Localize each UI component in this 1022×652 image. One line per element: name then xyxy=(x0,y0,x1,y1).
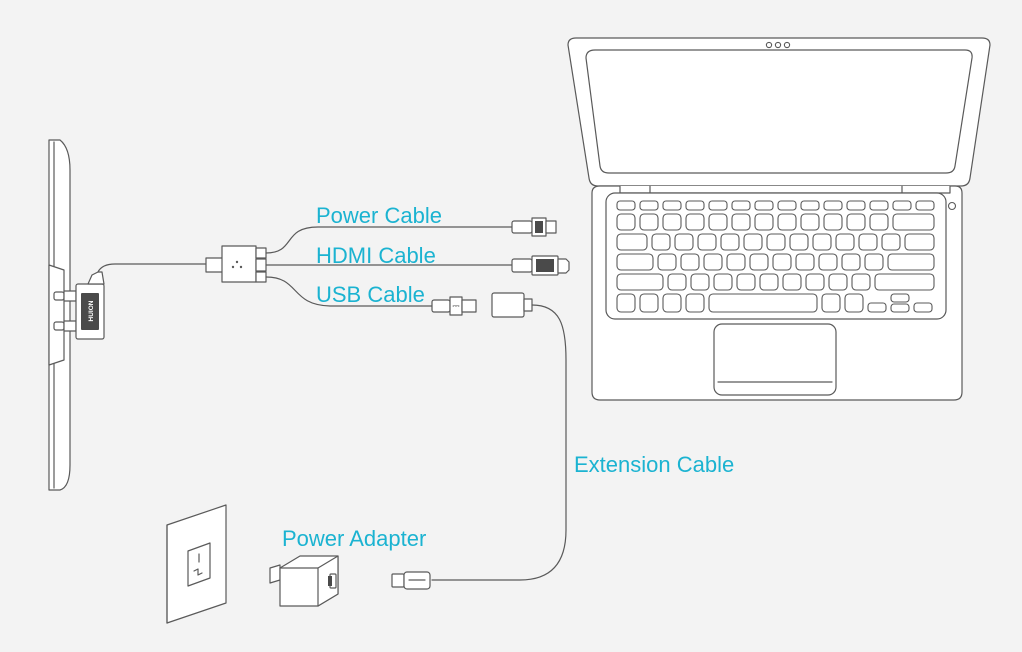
laptop-trackpad xyxy=(713,323,837,396)
pen-display xyxy=(48,139,71,491)
extension-cable-socket xyxy=(491,292,533,318)
extension-cable-plug xyxy=(391,571,431,590)
power-cable-plug xyxy=(511,217,557,237)
power-adapter-label: Power Adapter xyxy=(282,526,427,551)
device-brand-text: HUION xyxy=(88,300,95,321)
laptop-icon xyxy=(567,37,991,401)
device-connector: HUION xyxy=(63,271,105,340)
power-adapter-icon xyxy=(269,555,339,607)
power-cable-line xyxy=(265,226,513,254)
power-cable-label: Power Cable xyxy=(316,203,442,228)
usb-cable-line xyxy=(265,276,433,307)
usb-cable-plug: ⎓ xyxy=(431,296,477,316)
wall-outlet xyxy=(166,504,227,624)
cable-splitter xyxy=(205,245,267,283)
hdmi-cable-plug xyxy=(511,255,570,276)
usb-cable-label: USB Cable xyxy=(316,282,425,307)
extension-cable-label: Extension Cable xyxy=(574,452,735,477)
laptop-keyboard xyxy=(616,200,935,313)
hdmi-cable-label: HDMI Cable xyxy=(316,243,436,268)
svg-text:⎓: ⎓ xyxy=(452,302,459,312)
extension-cable-line xyxy=(431,304,567,581)
